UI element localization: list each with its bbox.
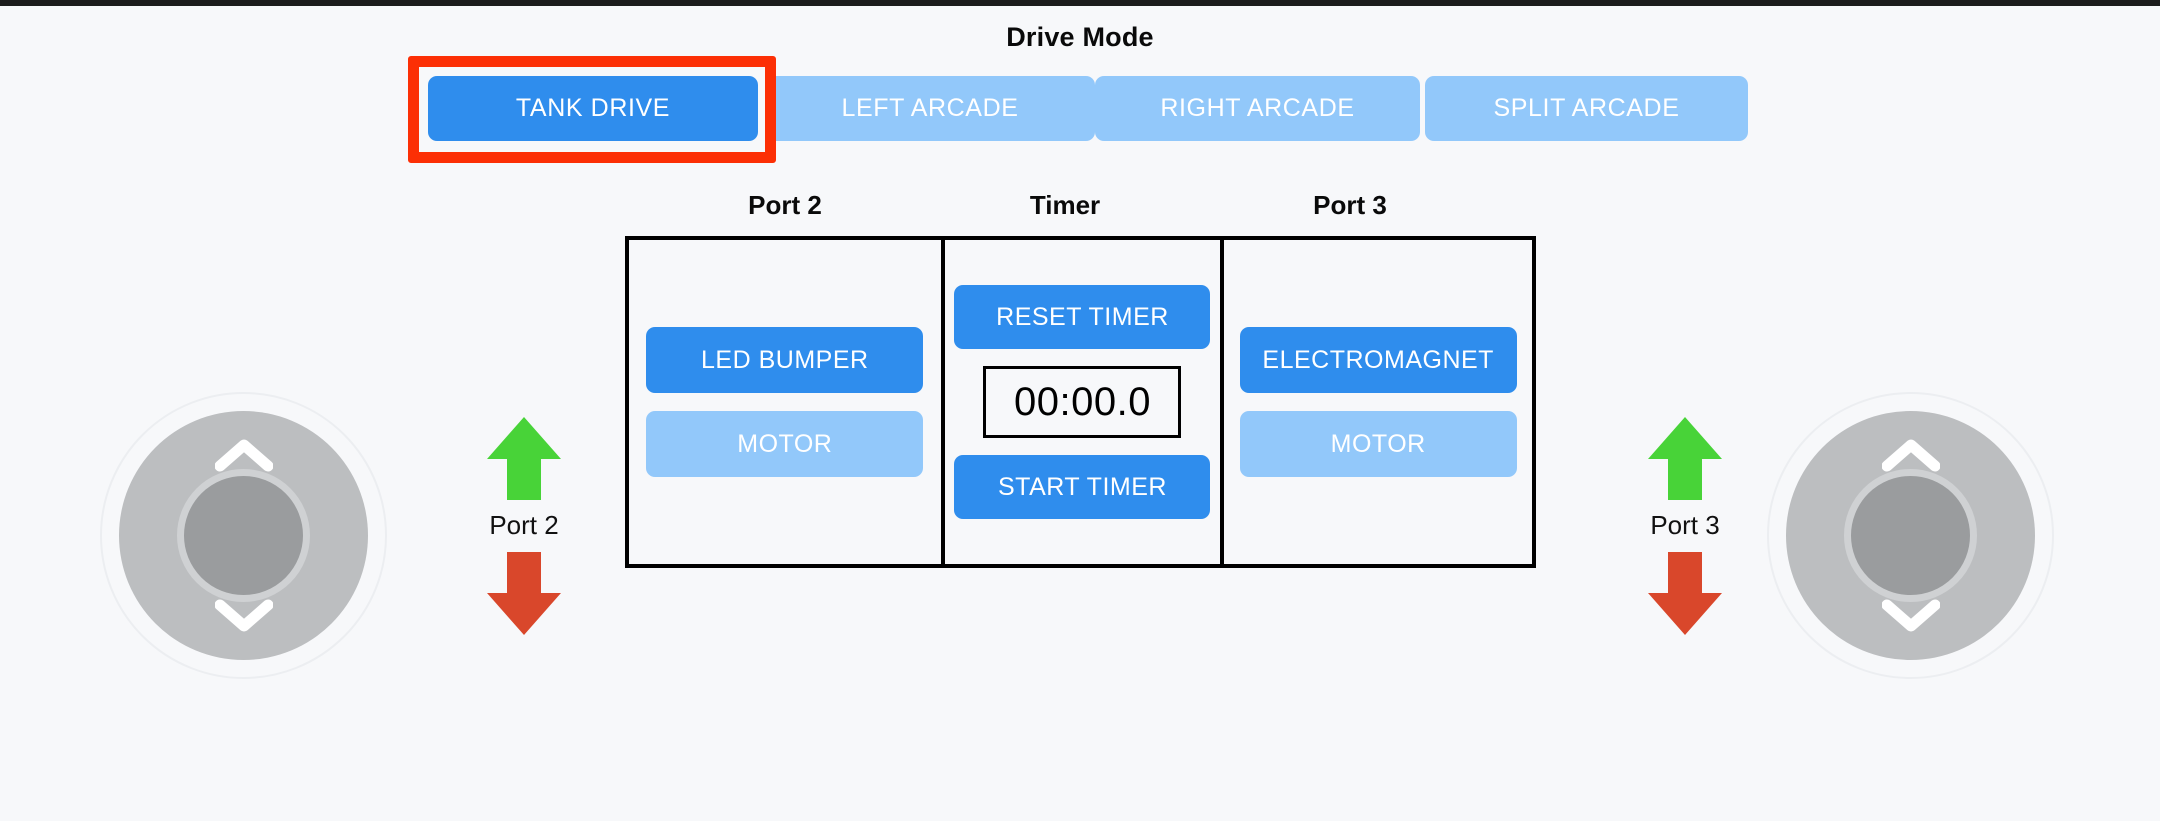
drive-mode-title: Drive Mode (1006, 22, 1154, 52)
panel-column-timer: RESET TIMER 00:00.0 START TIMER (940, 240, 1225, 564)
drive-mode-button-right-arcade[interactable]: RIGHT ARCADE (1095, 76, 1420, 141)
joystick-right[interactable] (1767, 392, 2054, 679)
drive-mode-button-tank-drive[interactable]: TANK DRIVE (428, 76, 758, 141)
reset-timer-label: RESET TIMER (996, 302, 1169, 331)
panel-column-title-port2: Port 2 (748, 190, 822, 220)
arrow-up-icon[interactable] (1620, 415, 1750, 502)
drive-mode-button-label: RIGHT ARCADE (1160, 94, 1355, 122)
chevron-up-icon (1881, 438, 1940, 472)
electromagnet-label: ELECTROMAGNET (1262, 345, 1494, 374)
joystick-knob[interactable] (177, 469, 310, 602)
arrow-down-icon[interactable] (1620, 550, 1750, 637)
reset-timer-button[interactable]: RESET TIMER (954, 285, 1211, 349)
port3-motor-button[interactable]: MOTOR (1239, 411, 1517, 477)
panel-column-port3: ELECTROMAGNET MOTOR (1224, 240, 1532, 564)
timer-value: 00:00.0 (1014, 379, 1151, 424)
drive-mode-button-label: SPLIT ARCADE (1493, 94, 1680, 122)
panel-column-title-port3: Port 3 (1313, 190, 1387, 220)
port3-control-group: Port 3 (1620, 415, 1750, 637)
panel-column-port2: LED BUMPER MOTOR (629, 240, 941, 564)
drive-mode-button-left-arcade[interactable]: LEFT ARCADE (765, 76, 1095, 141)
port2-control-group: Port 2 (459, 415, 589, 637)
led-bumper-label: LED BUMPER (701, 345, 869, 374)
panel-column-title-timer: Timer (1029, 190, 1101, 220)
led-bumper-button[interactable]: LED BUMPER (646, 327, 924, 393)
joystick-outer-ring (1767, 392, 2054, 679)
drive-mode-button-label: TANK DRIVE (515, 94, 671, 122)
start-timer-label: START TIMER (998, 472, 1167, 501)
chevron-down-icon (1881, 599, 1940, 633)
electromagnet-button[interactable]: ELECTROMAGNET (1239, 327, 1517, 393)
port2-motor-button[interactable]: MOTOR (646, 411, 924, 477)
arrow-down-icon[interactable] (459, 550, 589, 637)
port2-label: Port 2 (489, 510, 559, 540)
joystick-left[interactable] (100, 392, 387, 679)
port2-motor-label: MOTOR (737, 429, 833, 458)
chevron-up-icon (214, 438, 273, 472)
device-panel: LED BUMPER MOTOR RESET TIMER 00:00.0 STA… (625, 236, 1536, 568)
port3-label: Port 3 (1650, 510, 1720, 540)
start-timer-button[interactable]: START TIMER (954, 455, 1211, 519)
drive-mode-button-label: LEFT ARCADE (841, 94, 1019, 122)
selection-highlight-box (408, 56, 776, 163)
port3-motor-label: MOTOR (1330, 429, 1426, 458)
joystick-knob[interactable] (1844, 469, 1977, 602)
chevron-down-icon (214, 599, 273, 633)
timer-display: 00:00.0 (983, 366, 1182, 438)
top-edge-bar (0, 0, 2160, 6)
arrow-up-icon[interactable] (459, 415, 589, 502)
drive-mode-button-split-arcade[interactable]: SPLIT ARCADE (1425, 76, 1748, 141)
joystick-outer-ring (100, 392, 387, 679)
